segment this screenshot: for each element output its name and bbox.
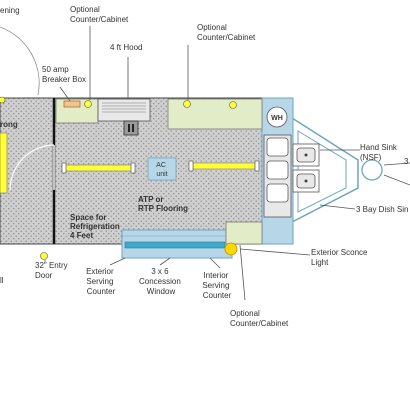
label-optional-cabinet-top-right: Optional Counter/Cabinet (197, 23, 256, 42)
entry-door (9, 144, 55, 191)
counter-top-right (167, 98, 263, 130)
label-optional-cabinet-top-left: Optional Counter/Cabinet (70, 5, 129, 24)
exterior-sconce-light (224, 242, 238, 256)
counter-bottom-right (225, 221, 263, 245)
opening-arc (0, 26, 40, 96)
label-hand-sink: Hand Sink (NSF) (360, 143, 399, 162)
water-heater (266, 106, 288, 128)
label-exterior-serving-counter: Exterior Serving Counter (86, 267, 116, 296)
label-hitch-partial: 3 (404, 157, 409, 166)
hand-sink (292, 143, 320, 193)
electrical-outlets (0, 96, 237, 260)
label-interior-serving-counter: Interior Serving Counter (202, 271, 231, 300)
label-wall-partial: ll (0, 276, 4, 285)
label-dish-sink: 3 Bay Dish Sin (356, 205, 408, 214)
ceiling-light-left-room (0, 132, 8, 194)
concession-window (121, 229, 233, 259)
tongue-leader-lines (383, 162, 410, 186)
label-flooring: ATP or RTP Flooring (138, 195, 188, 213)
ceiling-light-left (61, 162, 136, 174)
ac-unit (147, 157, 177, 181)
ceiling-light-right (188, 160, 260, 172)
label-exterior-sconce: Exterior Sconce Light (311, 248, 370, 267)
label-hood: 4 ft Hood (110, 43, 142, 52)
label-refrigeration: Space for Refrigeration 4 Feet (70, 213, 122, 240)
label-zone-left: rong (0, 120, 18, 129)
label-concession-window: 3 x 6 Concession Window (139, 267, 183, 296)
label-opening: ening (0, 6, 20, 15)
leader-lines (44, 26, 360, 301)
label-breaker-box: 50 amp Breaker Box (42, 65, 86, 84)
three-bay-dish-sink (263, 134, 292, 218)
label-entry-door: 32" Entry Door (35, 261, 70, 280)
hood (97, 98, 151, 136)
water-heater-label: WH (271, 115, 283, 122)
breaker-box (63, 100, 81, 108)
label-ac-unit: AC unit (156, 162, 168, 178)
label-optional-cabinet-bottom: Optional Counter/Cabinet (230, 309, 289, 328)
